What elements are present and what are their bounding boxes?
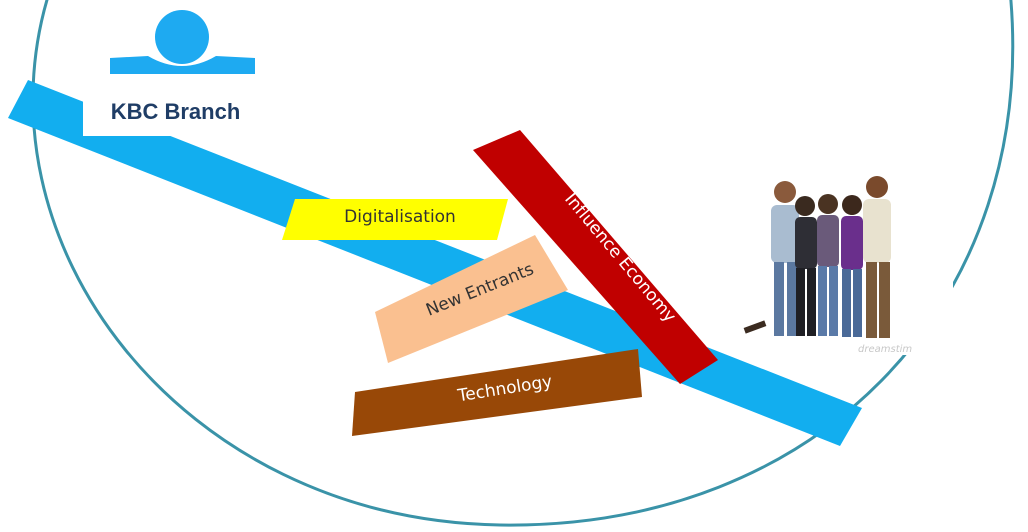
kbc-logo-head [155, 10, 209, 64]
technology-shape [352, 349, 642, 436]
influence-economy-shape [473, 130, 718, 384]
person-5 [863, 176, 891, 338]
person-2 [795, 196, 817, 336]
road-band [8, 80, 862, 446]
kbc-logo [110, 10, 255, 74]
photo-watermark: dreamstim [858, 344, 913, 355]
person-1 [743, 181, 799, 336]
person-4 [841, 195, 863, 337]
kbc-branch-label: KBC Branch [83, 88, 268, 136]
kbc-logo-base [110, 56, 255, 74]
person-3 [817, 194, 839, 336]
people-photo [728, 165, 953, 355]
circle-outline [31, 0, 1015, 527]
digitalisation-shape [282, 199, 508, 240]
digitalisation-label: Digitalisation [344, 207, 456, 227]
new-entrants-shape [375, 235, 568, 363]
